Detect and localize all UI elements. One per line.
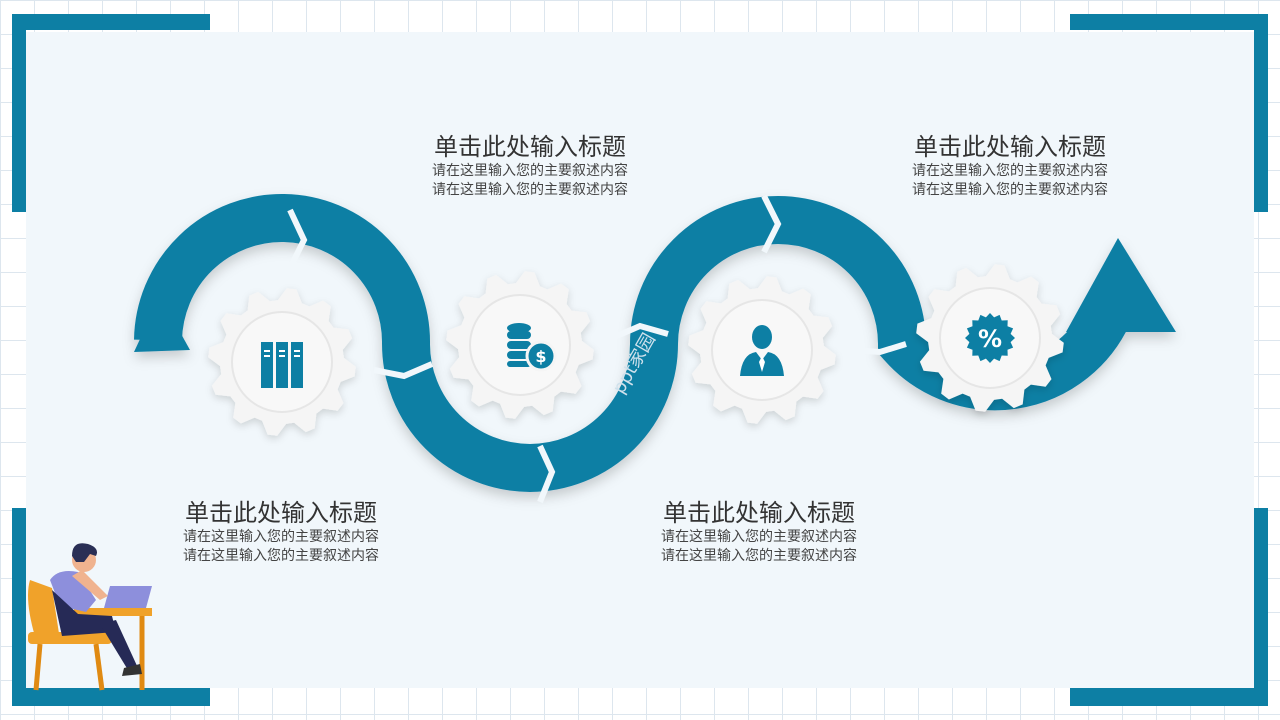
segment-separators bbox=[287, 194, 1032, 504]
step-desc-line: 请在这里输入您的主要叙述内容 bbox=[912, 182, 1108, 198]
arrow-tail bbox=[134, 296, 190, 352]
step-text-3: 单击此处输入标题 请在这里输入您的主要叙述内容 请在这里输入您的主要叙述内容 bbox=[628, 498, 890, 566]
gear-hub-3 bbox=[711, 299, 813, 401]
step-desc-line: 请在这里输入您的主要叙述内容 bbox=[912, 163, 1108, 179]
server-icon bbox=[261, 342, 303, 388]
corner-bottom-left-h bbox=[12, 688, 210, 706]
businessman-icon bbox=[740, 325, 784, 376]
step-title: 单击此处输入标题 bbox=[914, 133, 1106, 161]
step-text-4: 单击此处输入标题 请在这里输入您的主要叙述内容 请在这里输入您的主要叙述内容 bbox=[879, 132, 1141, 200]
coin-symbol: $ bbox=[535, 347, 546, 366]
wave-arrow-band bbox=[134, 194, 1130, 492]
corner-bottom-right-h bbox=[1070, 688, 1268, 706]
step-desc-line: 请在这里输入您的主要叙述内容 bbox=[432, 163, 628, 179]
wave-arrow bbox=[134, 194, 1176, 492]
badge-text: % bbox=[978, 325, 1002, 353]
corner-top-left-v bbox=[12, 14, 26, 212]
person-laptop-illustration bbox=[28, 543, 152, 691]
step-desc-line: 请在这里输入您的主要叙述内容 bbox=[183, 548, 379, 564]
step-title: 单击此处输入标题 bbox=[434, 133, 626, 161]
corner-bottom-right-v bbox=[1254, 508, 1268, 706]
arrow-head bbox=[1066, 238, 1176, 332]
corner-bottom-left-v bbox=[12, 508, 26, 706]
corner-top-right-h bbox=[1070, 14, 1268, 30]
corner-top-left-h bbox=[12, 14, 210, 30]
step-title: 单击此处输入标题 bbox=[663, 499, 855, 527]
step-desc-line: 请在这里输入您的主要叙述内容 bbox=[661, 548, 857, 564]
step-desc-line: 请在这里输入您的主要叙述内容 bbox=[183, 529, 379, 545]
step-text-2: 单击此处输入标题 请在这里输入您的主要叙述内容 请在这里输入您的主要叙述内容 bbox=[399, 132, 661, 200]
corner-top-right-v bbox=[1254, 14, 1268, 212]
step-desc-line: 请在这里输入您的主要叙述内容 bbox=[661, 529, 857, 545]
step-title: 单击此处输入标题 bbox=[185, 499, 377, 527]
percent-badge-icon: % bbox=[965, 313, 1015, 363]
coins-dollar-icon: $ bbox=[507, 323, 557, 372]
step-desc-line: 请在这里输入您的主要叙述内容 bbox=[432, 182, 628, 198]
step-text-1: 单击此处输入标题 请在这里输入您的主要叙述内容 请在这里输入您的主要叙述内容 bbox=[150, 498, 412, 566]
